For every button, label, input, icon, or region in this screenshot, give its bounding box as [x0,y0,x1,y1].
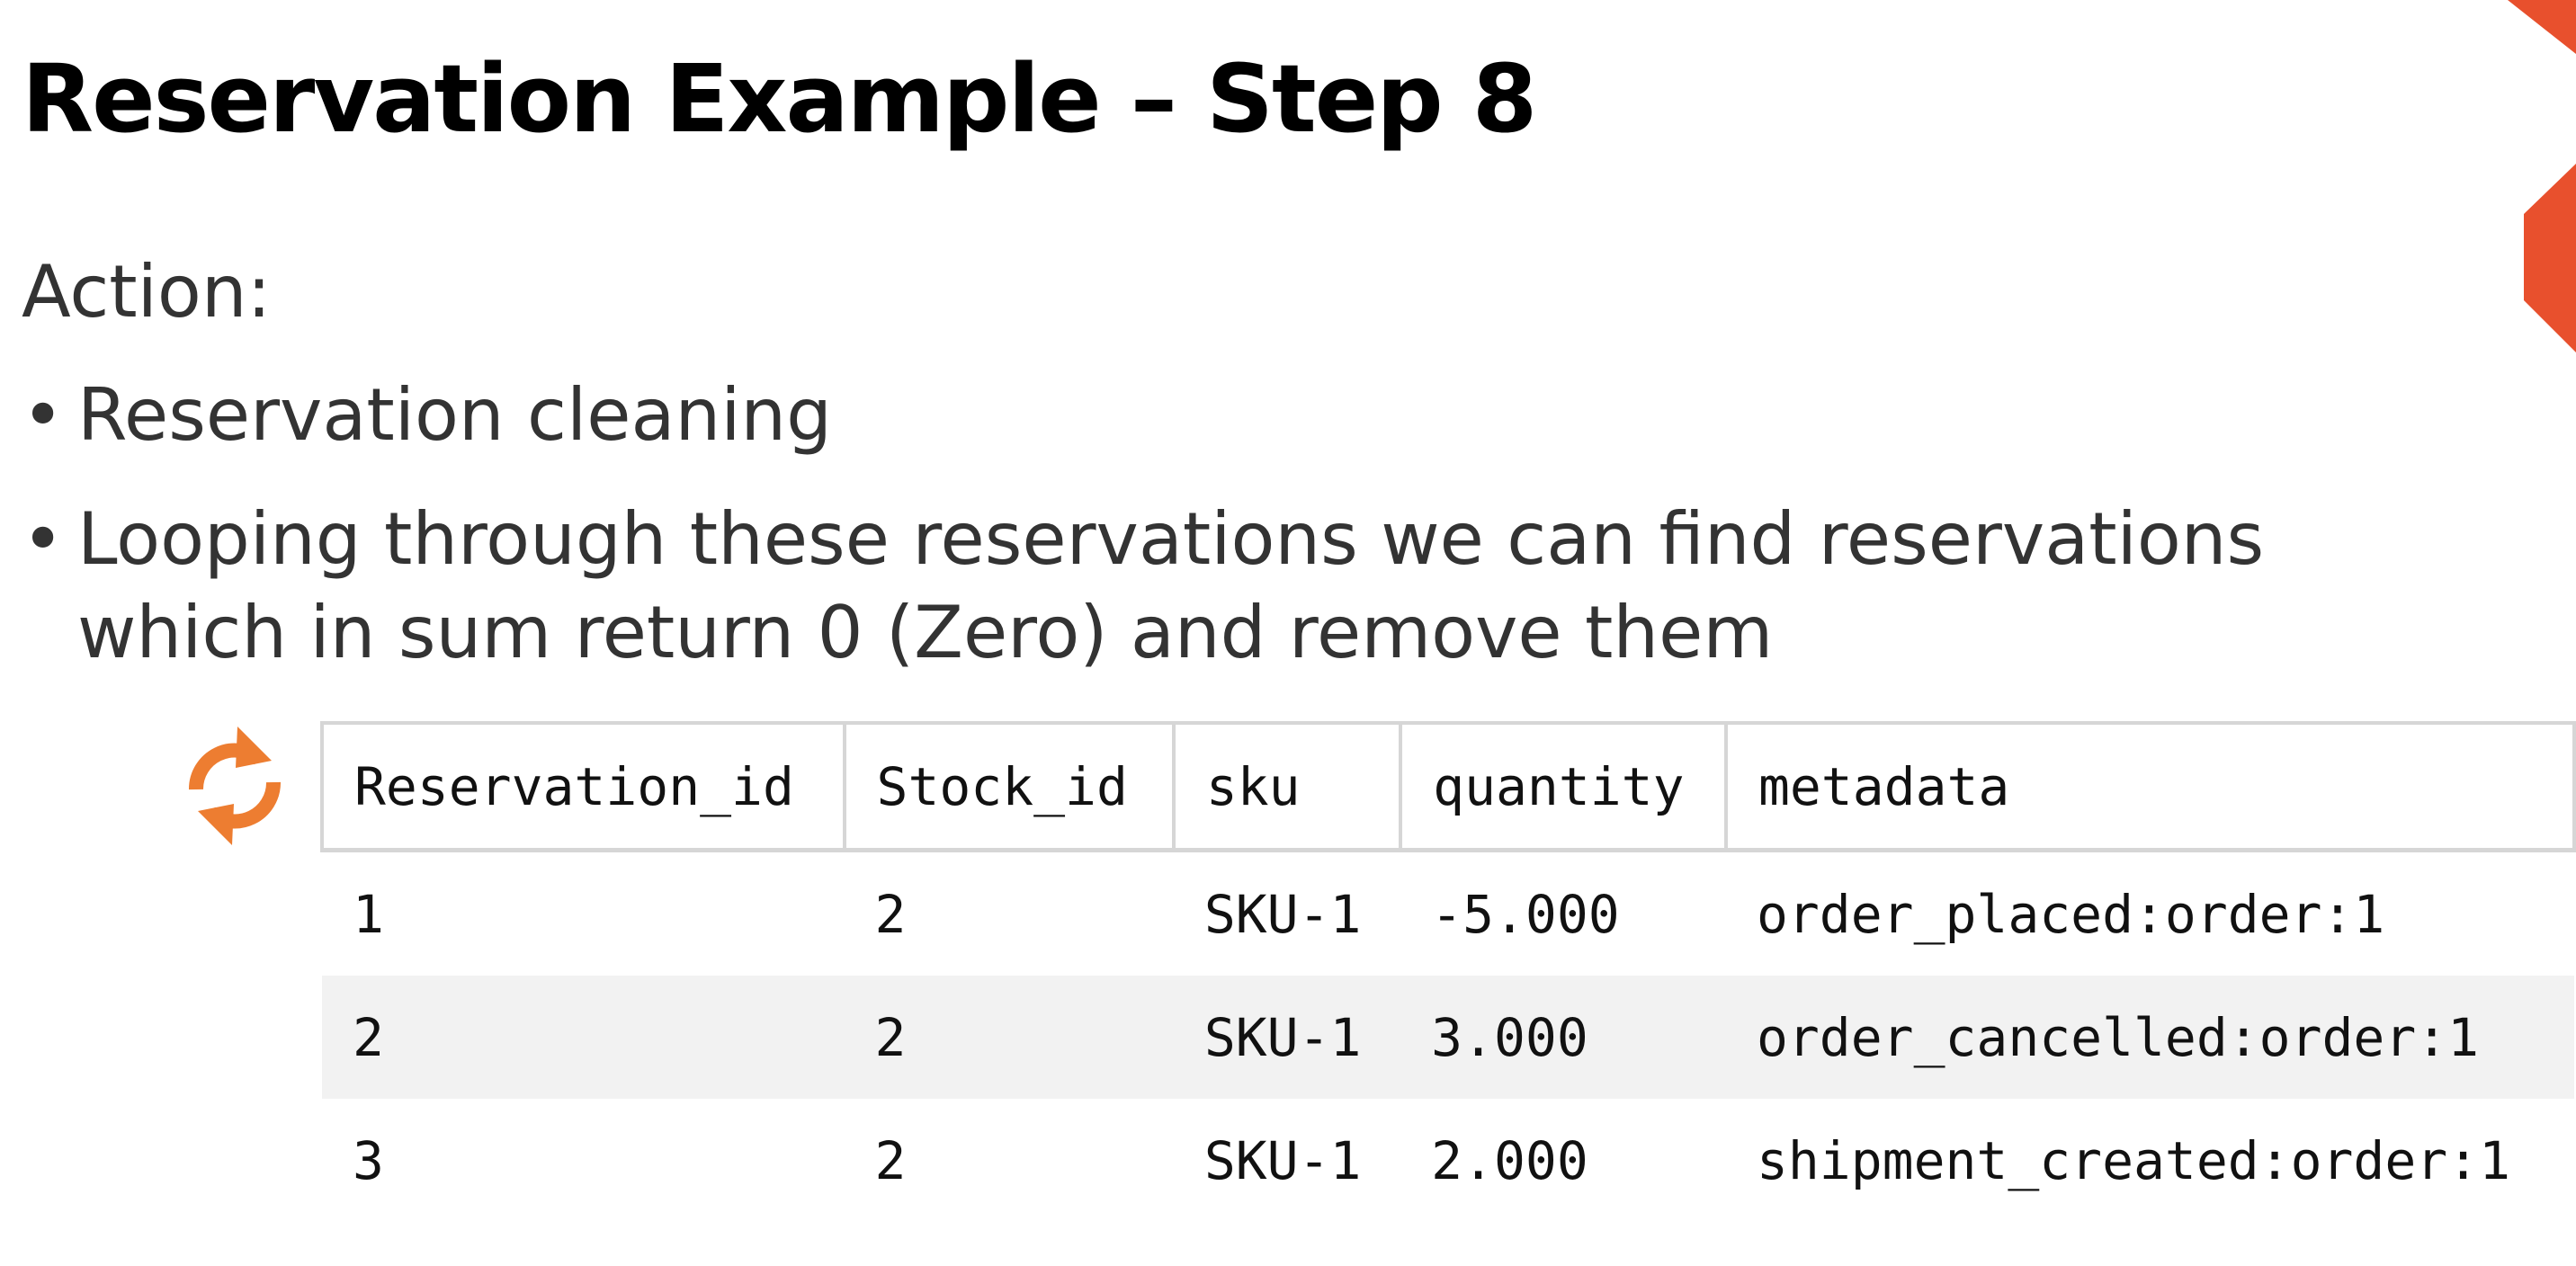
cell-sku: SKU-1 [1173,976,1401,1099]
action-label: Action: [22,250,272,334]
refresh-icon [188,727,282,845]
cell-reservation-id: 1 [353,883,384,945]
bullet-dot: • [22,497,65,581]
cell-reservation-id: 3 [353,1129,384,1191]
cell-metadata: order_placed:order:1 [1756,883,2385,945]
cell-sku: SKU-1 [1203,1129,1362,1191]
slide-title: Reservation Example – Step 8 [22,44,1537,154]
cell-stock-id: 2 [874,883,907,945]
column-header-metadata: metadata [1723,721,2576,852]
table-row: 2 2 SKU-1 3.000 order_cancelled:order:1 [322,976,2574,1099]
column-header-reservation-id: Reservation_id [320,721,846,852]
column-header-sku: sku [1171,721,1403,852]
bullet-text: Reservation cleaning [77,373,832,457]
bullet-dot: • [22,373,65,457]
cell-sku: SKU-1 [1203,883,1362,945]
column-header-quantity: quantity [1399,721,1728,852]
cell-metadata: shipment_created:order:1 [1756,1129,2511,1191]
cell-quantity: 2.000 [1431,1129,1588,1191]
cell-reservation-id: 2 [322,976,845,1099]
table-header-row: Reservation_id Stock_id sku quantity met… [320,721,2576,852]
bullet-text: Looping through these reservations we ca… [77,497,2265,674]
cell-stock-id: 2 [874,1129,907,1191]
decorative-shape [2508,0,2576,352]
reservations-table: Reservation_id Stock_id sku quantity met… [320,721,2576,1222]
bullet-item: • Looping through these reservations we … [22,493,2486,680]
cell-quantity: -5.000 [1431,883,1620,945]
column-header-stock-id: Stock_id [842,721,1176,852]
bullet-item: • Reservation cleaning [22,369,832,462]
cell-stock-id: 2 [844,976,1174,1099]
cell-metadata: order_cancelled:order:1 [1725,976,2574,1099]
cell-quantity: 3.000 [1400,976,1726,1099]
table-row: 3 2 SKU-1 2.000 shipment_created:order:1 [322,1099,2574,1222]
table-row: 1 2 SKU-1 -5.000 order_placed:order:1 [322,851,2574,976]
